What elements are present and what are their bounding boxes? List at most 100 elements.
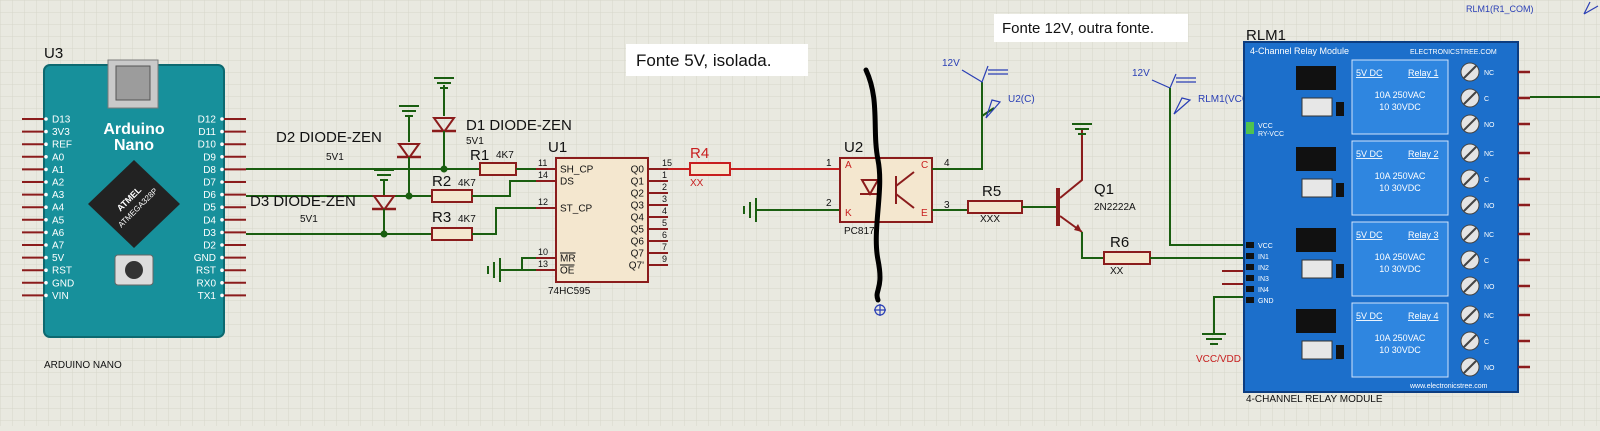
arduino-right-pin-label: D11 — [198, 127, 216, 138]
arduino-pin-dot — [44, 281, 48, 285]
resistor-r1[interactable]: R1 4K7 — [470, 147, 556, 176]
relay-led-block — [1301, 97, 1333, 117]
r1-body — [479, 162, 517, 176]
u1-right-pin-num: 2 — [662, 182, 667, 192]
relay-led-block — [1301, 259, 1333, 279]
resistor-r3[interactable]: R3 4K7 — [431, 207, 556, 241]
arduino-left-pin-label: A6 — [52, 228, 65, 239]
arduino-pin-dot — [44, 268, 48, 273]
u1-right-pin-num: 5 — [662, 218, 667, 228]
screw-slot — [1463, 172, 1477, 186]
d3-value: 5V1 — [300, 214, 318, 225]
rlm-pin-header — [1246, 264, 1254, 270]
relay-component — [1336, 345, 1344, 359]
arduino-nano[interactable]: U3 Arduino Nano ATMEL ATMEGA328P D133V3R… — [22, 45, 246, 371]
relay-rating-dc: 10 30VDC — [1379, 102, 1421, 112]
note-isolated-bg — [626, 44, 808, 76]
u1-right-pin-name: Q4 — [631, 213, 645, 224]
relay-voltage: 5V DC — [1356, 68, 1383, 78]
transistor-q1[interactable]: Q1 2N2222A — [1056, 123, 1136, 233]
arduino-pin-dot — [220, 129, 224, 134]
u2-pin-c: C — [921, 160, 928, 171]
u1-right-pin-num: 9 — [662, 254, 667, 264]
r3-name: R3 — [432, 209, 451, 226]
zener-d3[interactable]: D3 DIODE-ZEN 5V1 — [250, 169, 396, 234]
rlm-footer: 4-CHANNEL RELAY MODULE — [1246, 394, 1383, 405]
junction-d8 — [440, 165, 448, 173]
u2-led — [860, 179, 880, 197]
resistor-r6[interactable]: R6 XX — [1103, 234, 1151, 277]
u1-right-pin-num: 4 — [662, 206, 667, 216]
rlm-jumper-ry: RY-VCC — [1258, 131, 1284, 138]
relay-component — [1336, 183, 1344, 197]
u1-right-pin-num: 1 — [662, 170, 667, 180]
resistor-r5[interactable]: R5 XXX — [967, 183, 1023, 225]
v12-a-terminal — [961, 65, 1008, 83]
u1-right-pin-name: Q2 — [631, 189, 645, 200]
zener-d1[interactable]: D1 DIODE-ZEN 5V1 — [432, 77, 572, 169]
arduino-pin-dot — [44, 180, 48, 184]
arduino-right-pin-label: D8 — [203, 165, 216, 176]
screw-slot — [1463, 334, 1477, 348]
resistor-r4[interactable]: R4 XX — [668, 145, 840, 189]
q1-ref: Q1 — [1094, 181, 1114, 198]
u2-num2: 2 — [826, 198, 832, 209]
resistor-r2[interactable]: R2 4K7 — [431, 173, 556, 203]
zener-d2[interactable]: D2 DIODE-ZEN 5V1 — [276, 105, 421, 196]
relay-module-rlm1[interactable]: RLM1 4-Channel Relay Module ELECTRONICST… — [1243, 27, 1530, 405]
in-stubs — [1222, 270, 1246, 285]
arduino-left-pin-label: D13 — [52, 115, 71, 126]
q1-part: 2N2222A — [1094, 202, 1136, 213]
u1-right-pin-num: 15 — [662, 158, 672, 168]
arduino-pin-dot — [44, 293, 48, 298]
arduino-pin-dot — [44, 243, 48, 247]
arduino-right-pin-label: D2 — [203, 241, 216, 252]
arduino-pin-dot — [220, 142, 224, 146]
reset-button-cap — [125, 261, 143, 279]
rlm-com-label: RLM1(R1_COM) — [1466, 4, 1534, 14]
arduino-left-pin-label: A5 — [52, 215, 65, 226]
optocoupler-u2[interactable]: U2 1 2 3 4 A K C E PC817 — [826, 139, 950, 237]
rlm-pin-label: IN3 — [1258, 276, 1269, 283]
relay-voltage: 5V DC — [1356, 311, 1383, 321]
relay-name: Relay 4 — [1408, 311, 1439, 321]
d3-triangle — [372, 195, 396, 212]
relay-component — [1336, 264, 1344, 278]
q1-to-r6 — [1081, 232, 1104, 259]
u1-right-pin-name: Q0 — [631, 165, 645, 176]
relay-driver-chip — [1296, 66, 1336, 90]
d2-triangle — [397, 143, 421, 160]
screw-slot — [1463, 360, 1477, 374]
arduino-pin-dot — [44, 129, 48, 134]
arduino-pin-dot — [44, 230, 48, 235]
u2-num3: 3 — [944, 200, 950, 211]
arduino-pin-dot — [44, 155, 48, 159]
arduino-pin-dot — [44, 192, 48, 197]
u2-phototransistor — [895, 171, 915, 209]
relay-name: Relay 2 — [1408, 149, 1439, 159]
relay-rating: 10A 250VAC — [1375, 333, 1426, 343]
arduino-ref: U3 — [44, 45, 63, 62]
arduino-left-pin-label: VIN — [52, 291, 69, 302]
relay-driver-chip — [1296, 147, 1336, 171]
arduino-right-pin-label: GND — [194, 253, 216, 264]
u1-left-pin-num: 10 — [538, 247, 548, 257]
relay-rating: 10A 250VAC — [1375, 171, 1426, 181]
relay-component — [1336, 102, 1344, 116]
u1-right-pin-name: Q7' — [629, 261, 644, 272]
u1-body — [555, 157, 649, 283]
arduino-left-pin-label: A4 — [52, 203, 65, 214]
screw-slot — [1463, 146, 1477, 160]
rlm-pin-label: IN4 — [1258, 287, 1269, 294]
u2-pin-a: A — [845, 160, 852, 171]
usb-port — [115, 65, 151, 101]
arduino-pin-dot — [220, 243, 224, 247]
r5-value: XXX — [980, 214, 1000, 225]
arduino-pin-dot — [44, 142, 48, 146]
d1-ground-icon — [434, 77, 454, 89]
screw-slot — [1463, 91, 1477, 105]
u1-left-pin-name: OE — [560, 266, 575, 277]
